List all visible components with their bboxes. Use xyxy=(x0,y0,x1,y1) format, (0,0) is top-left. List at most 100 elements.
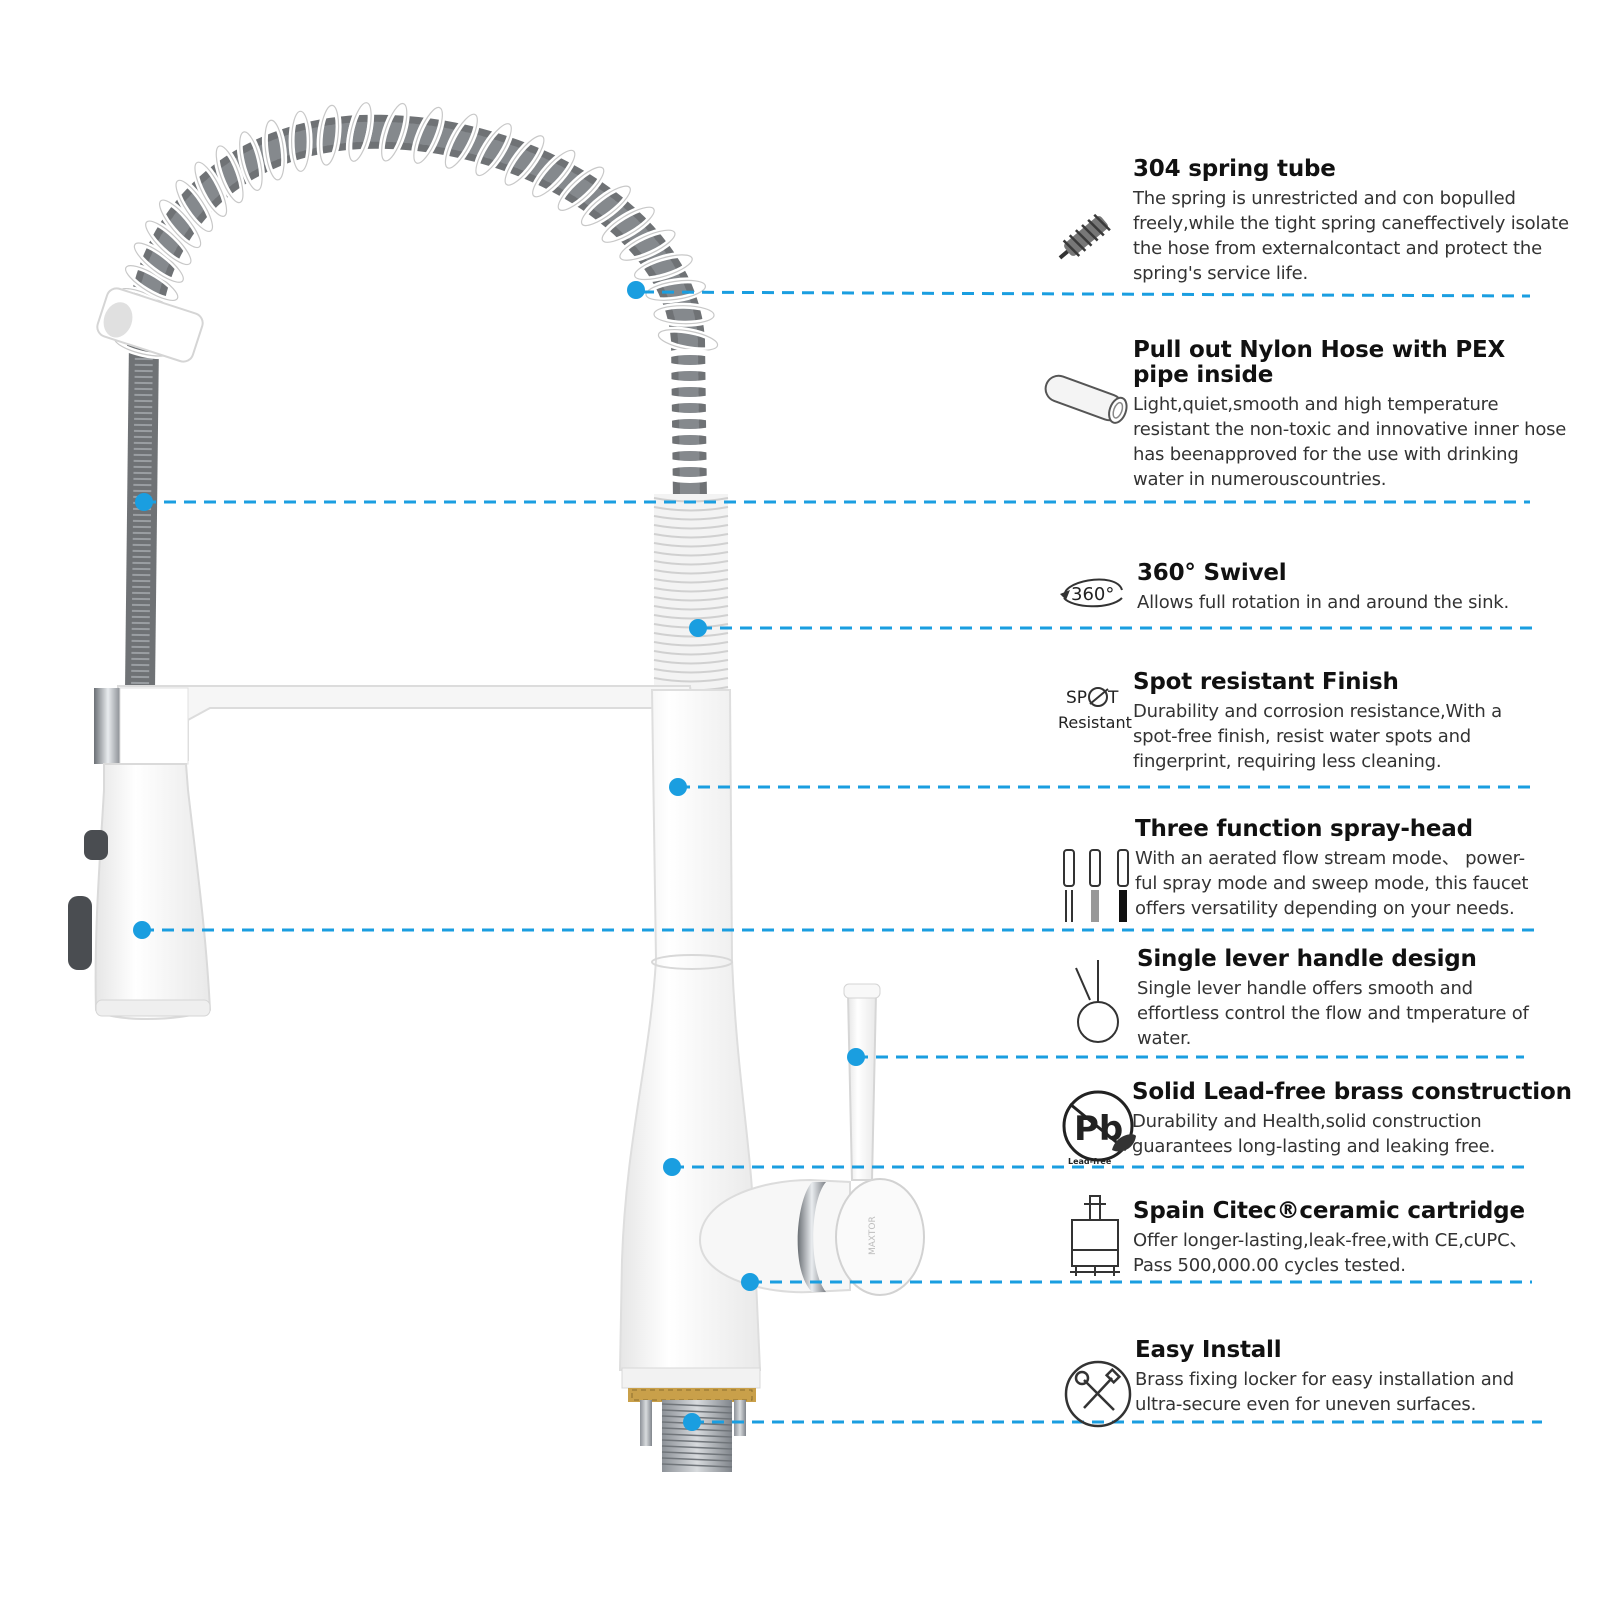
spring-clip xyxy=(96,287,204,363)
sleeve-ring xyxy=(653,614,729,620)
faucet-illustration: MAXTOR xyxy=(68,99,925,1472)
base-ring xyxy=(621,1367,761,1389)
feature-swivel: 360° Swivel Allows full rotation in and … xyxy=(1137,561,1577,615)
spot-resistant-icon: SP T Resistant xyxy=(1058,687,1132,732)
feature-title: 360° Swivel xyxy=(1137,560,1287,586)
feature-cartridge: Spain Citec®ceramic cartridge Offer long… xyxy=(1133,1199,1573,1278)
spring-coil xyxy=(413,106,443,164)
dot-swivel xyxy=(689,619,707,637)
feature-title: Solid Lead-free brass construction xyxy=(1132,1079,1572,1105)
swivel-360-icon: 360° xyxy=(1060,578,1123,608)
brand-mark: MAXTOR xyxy=(868,1216,878,1255)
spring-sleeve xyxy=(653,494,729,694)
spot-icon-resistant: Resistant xyxy=(1058,713,1132,732)
feature-desc: Durability and corrosion resistance,With… xyxy=(1133,701,1502,772)
spray-head xyxy=(94,763,212,1020)
cartridge-icon xyxy=(1070,1195,1120,1276)
mount-bolt-left xyxy=(640,1400,652,1446)
shank-thread xyxy=(661,1451,733,1456)
lead-free-icon: Pb Lead-free xyxy=(1062,1090,1136,1166)
lever-handle xyxy=(846,993,878,1181)
spring-coil xyxy=(133,242,184,283)
spring-coils xyxy=(111,99,723,483)
spring-coil xyxy=(194,161,228,217)
spring-coil xyxy=(634,254,693,281)
handle-cap xyxy=(835,1178,925,1296)
sleeve-ring xyxy=(653,641,729,647)
spout-arm xyxy=(117,685,696,761)
feature-title: Three function spray-head xyxy=(1135,816,1473,842)
dot-spray xyxy=(133,921,151,939)
spring-coil xyxy=(318,104,340,166)
feature-title: Spain Citec®ceramic cartridge xyxy=(1133,1198,1525,1224)
feature-desc: Durability and Health,solid construction… xyxy=(1132,1111,1496,1157)
shank-thread xyxy=(661,1457,733,1462)
feature-desc: Allows full rotation in and around the s… xyxy=(1137,592,1510,613)
feature-easy-install: Easy Install Brass fixing locker for eas… xyxy=(1135,1338,1575,1417)
spring-coil xyxy=(348,102,372,162)
spring-coil xyxy=(290,110,311,172)
sleeve-ring xyxy=(653,533,729,539)
mount-bolt-right xyxy=(734,1400,746,1436)
dot-brass xyxy=(663,1158,681,1176)
leader-dots xyxy=(133,281,865,1431)
spring-coil xyxy=(264,119,285,181)
spring-coil xyxy=(215,145,244,204)
shank-thread xyxy=(661,1463,733,1468)
tools-icon xyxy=(1064,1360,1132,1428)
dot-finish xyxy=(669,778,687,796)
spring-icon xyxy=(1058,213,1111,260)
shank-thread xyxy=(661,1427,733,1432)
feature-title: Easy Install xyxy=(1135,1337,1282,1363)
feature-desc: Light,quiet,smooth and high temperature … xyxy=(1133,394,1567,490)
brass-locker xyxy=(628,1388,756,1402)
spring-coil xyxy=(580,185,631,227)
spring-coil xyxy=(444,113,478,169)
spring-coil xyxy=(175,179,214,232)
spray-button-bottom xyxy=(68,896,92,970)
dot-lever xyxy=(847,1048,865,1066)
feature-lever-handle: Single lever handle design Single lever … xyxy=(1137,947,1577,1051)
sleeve-ring xyxy=(653,551,729,557)
spring-coil xyxy=(653,305,715,325)
spring-coil xyxy=(657,461,723,483)
sleeve-ring xyxy=(653,524,729,530)
dot-hose xyxy=(135,493,153,511)
lever-handle-icon xyxy=(1075,960,1119,1043)
sleeve-ring xyxy=(653,596,729,602)
spring-coil xyxy=(557,166,605,211)
spray-button-top xyxy=(84,830,108,860)
dot-spring xyxy=(627,281,645,299)
sleeve-ring xyxy=(653,632,729,638)
spring-coil xyxy=(532,149,576,198)
lead-icon-label: Lead-free xyxy=(1068,1157,1112,1166)
hose-pipe-icon xyxy=(1044,374,1128,424)
feature-desc: With an aerated flow stream mode、 power-… xyxy=(1135,848,1529,919)
feature-desc: Single lever handle offers smooth and ef… xyxy=(1137,978,1529,1049)
spring-coil xyxy=(504,135,545,186)
leader-line-spring xyxy=(641,290,1531,298)
sleeve-ring xyxy=(653,542,729,548)
feature-spring-tube: 304 spring tube The spring is unrestrict… xyxy=(1133,157,1573,286)
dot-install xyxy=(683,1413,701,1431)
sleeve-ring xyxy=(653,587,729,593)
shank-thread xyxy=(661,1433,733,1438)
feature-title: Pull out Nylon Hose with PEX pipe inside xyxy=(1133,337,1506,388)
spring-coil xyxy=(657,329,719,351)
sleeve-ring xyxy=(653,659,729,665)
feature-title: 304 spring tube xyxy=(1133,156,1336,182)
sleeve-ring xyxy=(653,506,729,512)
chrome-collar xyxy=(94,688,122,764)
spring-coil xyxy=(381,102,408,162)
shank-thread xyxy=(661,1409,733,1414)
sleeve-ring xyxy=(653,605,729,611)
feature-spot-resistant: Spot resistant Finish Durability and cor… xyxy=(1133,670,1573,774)
spring-coil xyxy=(159,199,202,249)
leader-lines xyxy=(142,290,1542,1424)
spray-modes-icon xyxy=(1063,849,1129,922)
sleeve-ring xyxy=(653,515,729,521)
spring-coil xyxy=(645,279,707,301)
feature-title: Single lever handle design xyxy=(1137,946,1477,972)
spring-coil xyxy=(145,220,192,266)
